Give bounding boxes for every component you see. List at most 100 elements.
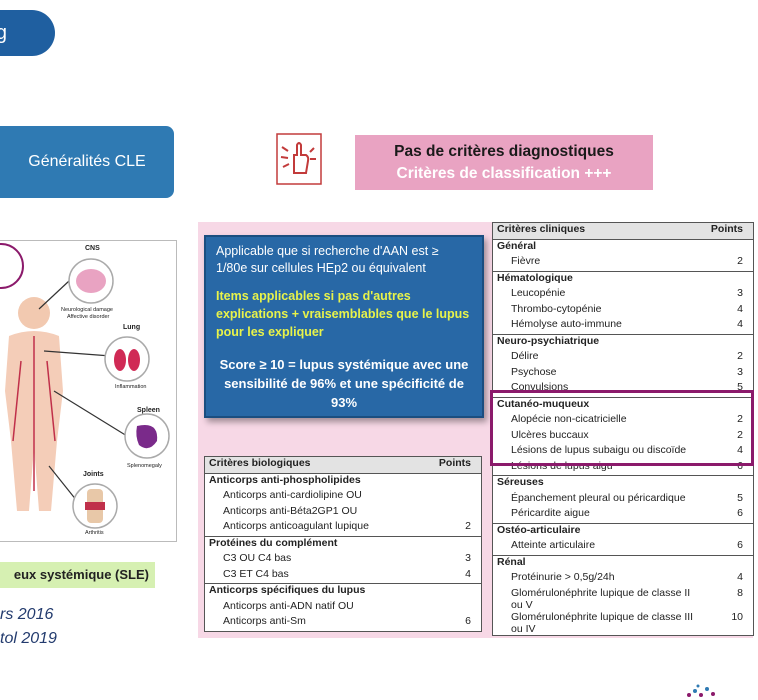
title-line-2: Critères de classification +++: [396, 165, 612, 182]
body-illustration: [0, 243, 170, 529]
sle-caption: eux systémique (SLE): [0, 562, 155, 588]
criterion-label: Anticorps anti-Sm: [223, 615, 306, 627]
cns-desc-1: Neurological damage: [61, 307, 113, 313]
logo-dots-icon: [687, 684, 715, 697]
criterion-points: [433, 489, 482, 505]
bio-item-row: Anticorps anti-cardiolipine OU: [205, 489, 482, 505]
criterion-points: 2: [465, 520, 471, 532]
criterion-label: Psychose: [511, 365, 557, 378]
section-tab-label: g: [0, 22, 7, 44]
clin-section-row: Hématologique: [492, 270, 754, 287]
criterion-points: 3: [737, 287, 743, 299]
clin-section-row: Neuro-psychiatrique: [492, 333, 754, 350]
criterion-label: Lésions de lupus subaigu ou discoïde: [511, 444, 687, 456]
bio-section-row: Protéines du complément: [204, 535, 482, 552]
criterion-points: [433, 583, 482, 600]
criterion-points: [705, 333, 754, 350]
clin-item-row: Alopécie non-cicatricielle 2: [493, 413, 754, 429]
criterion-points: 5: [737, 491, 743, 504]
clin-item-row: Hémolyse auto-immune 4: [493, 318, 754, 334]
criterion-points: 2: [737, 428, 743, 441]
criterion-points: 10: [731, 610, 743, 623]
reference-2: tol 2019: [0, 630, 57, 648]
criterion-label: Alopécie non-cicatricielle: [511, 413, 627, 425]
clin-item-row: Fièvre 2: [493, 255, 754, 271]
header-label: Critères cliniques: [492, 222, 705, 240]
applicability-info-box: Applicable que si recherche d'AAN est ≥ …: [204, 235, 484, 418]
criterion-points: 4: [737, 571, 743, 583]
criterion-points: 2: [737, 413, 743, 425]
info-score-text: Score ≥ 10 = lupus systémique avec une s…: [219, 357, 469, 410]
spleen-desc: Splenomegaly: [127, 463, 162, 469]
section-tab[interactable]: g: [0, 10, 55, 56]
clin-section-row: Cutanéo-muqueux: [492, 396, 754, 413]
reference-1: rs 2016: [0, 606, 53, 624]
criterion-points: [705, 475, 754, 492]
criterion-points: [433, 505, 482, 521]
criterion-points: 3: [465, 552, 471, 564]
criterion-label: Délire: [511, 350, 539, 362]
sle-anatomy-figure: CNS Neurological damage Affective disord…: [0, 240, 177, 542]
criterion-points: 6: [737, 539, 743, 551]
criterion-label: Glomérulonéphrite lupique de classe III …: [511, 610, 694, 635]
title-banner: Pas de critères diagnostiques Critères d…: [355, 135, 653, 190]
criterion-label: Hémolyse auto-immune: [511, 318, 622, 330]
criterion-points: 3: [737, 365, 743, 378]
clin-item-row: Glomérulonéphrite lupique de classe III …: [493, 611, 754, 636]
criterion-label: Protéinurie > 0,5g/24h: [511, 571, 615, 583]
clin-section-row: Rénal: [492, 554, 754, 571]
lung-desc: Inflammation: [115, 384, 147, 390]
criterion-points: [705, 554, 754, 571]
criterion-points: [433, 600, 482, 616]
criterion-label: Épanchement pleural ou péricardique: [511, 491, 686, 504]
bio-section-row: Anticorps anti-phospholipides: [204, 472, 482, 489]
criterion-label: Anticorps anti-phospholipides: [204, 472, 433, 489]
criterion-label: Atteinte articulaire: [511, 539, 596, 551]
criterion-points: [433, 535, 482, 552]
header-points: Points: [433, 456, 482, 474]
header-points: Points: [705, 222, 754, 240]
joints-label: Joints: [83, 471, 104, 478]
bio-item-row: Anticorps anti-Béta2GP1 OU: [205, 505, 482, 521]
warning-hand-icon: [276, 133, 322, 185]
criterion-points: 8: [737, 586, 743, 599]
clin-section-row: Séreuses: [492, 475, 754, 492]
criterion-label: Hématologique: [492, 270, 705, 287]
criterion-label: Général: [492, 238, 705, 255]
criterion-label: Anticorps anti-ADN natif OU: [223, 599, 354, 612]
reference-1-text: rs 2016: [0, 606, 54, 623]
lung-label: Lung: [123, 324, 141, 331]
criterion-label: Rénal: [492, 554, 705, 571]
criterion-label: Neuro-psychiatrique: [492, 333, 705, 350]
criterion-label: Anticorps spécifiques du lupus: [204, 583, 433, 600]
info-items-text: Items applicables si pas d'autres explic…: [216, 289, 470, 339]
criterion-points: 4: [737, 318, 743, 330]
criterion-points: [705, 396, 754, 413]
clin-item-row: Atteinte articulaire 6: [493, 539, 754, 555]
cns-label: CNS: [85, 245, 100, 252]
criterion-points: 6: [737, 507, 743, 519]
clin-item-row: Lésions de lupus subaigu ou discoïde 4: [493, 444, 754, 460]
criterion-label: Fièvre: [511, 255, 541, 267]
criterion-points: [433, 472, 482, 489]
criterion-points: 2: [737, 255, 743, 267]
bio-section-row: Anticorps spécifiques du lupus: [204, 583, 482, 600]
criterion-label: Protéines du complément: [204, 535, 433, 552]
criterion-points: 4: [465, 567, 471, 580]
info-applicability-text: Applicable que si recherche d'AAN est ≥ …: [216, 244, 439, 275]
criterion-points: [705, 522, 754, 539]
criterion-points: 4: [737, 444, 743, 456]
clin-section-row: Ostéo-articulaire: [492, 522, 754, 539]
cutaneo-muqueux-highlight: [490, 390, 754, 466]
spleen-label: Spleen: [137, 407, 160, 414]
criterion-label: Anticorps anti-Béta2GP1 OU: [223, 504, 358, 517]
generalites-cle-button[interactable]: Généralités CLE: [0, 126, 174, 198]
